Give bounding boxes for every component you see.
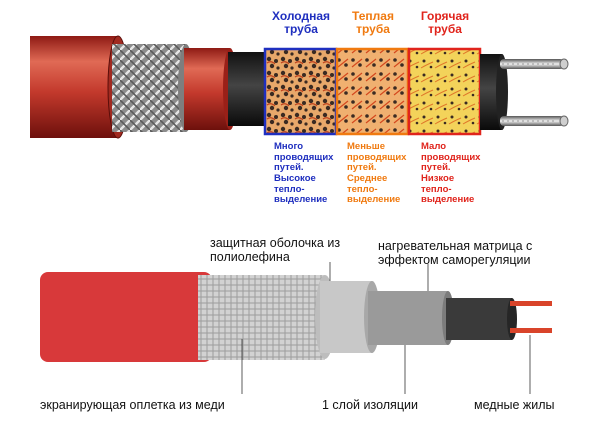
copper-wire-lower bbox=[510, 328, 552, 333]
jacket-caption-line1: защитная оболочка из bbox=[210, 236, 341, 250]
warm-zone-title-line1: Теплая bbox=[352, 9, 394, 23]
hot-desc-line: тепло- bbox=[421, 183, 452, 195]
hot-zone-title-line2: труба bbox=[428, 22, 462, 37]
warm-zone-description: Меньше проводящих путей. Среднее тепло- … bbox=[347, 141, 407, 206]
warm-desc-line: Меньше bbox=[347, 141, 385, 152]
warm-zone-title: Теплая труба bbox=[334, 9, 412, 37]
warm-desc-line: тепло- bbox=[347, 183, 378, 195]
matrix-caption: нагревательная матрица с эффектом саморе… bbox=[378, 239, 532, 267]
matrix-bottom bbox=[446, 298, 512, 340]
hot-desc-line: путей. bbox=[421, 162, 451, 174]
cold-zone-description: Много проводящих путей. Высокое тепло- в… bbox=[274, 141, 334, 206]
hot-zone-description: Мало проводящих путей. Низкое тепло- выд… bbox=[421, 141, 481, 206]
bottom-cable bbox=[40, 262, 552, 394]
insulation-bottom bbox=[368, 291, 448, 345]
braid-top bbox=[112, 44, 186, 132]
cold-desc-line: Много bbox=[274, 141, 304, 152]
inner-jacket-top bbox=[184, 48, 230, 130]
top-cable bbox=[30, 35, 569, 139]
hot-zone-title: Горячая труба bbox=[406, 9, 484, 37]
jacket-caption: защитная оболочка из полиолефина bbox=[210, 236, 340, 264]
warm-desc-line: Среднее bbox=[347, 172, 388, 184]
copper-wires-caption: медные жилы bbox=[474, 398, 555, 412]
jacket-bottom bbox=[320, 281, 372, 353]
warm-desc-line: путей. bbox=[347, 162, 377, 174]
cold-zone-title: Холодная труба bbox=[262, 9, 340, 37]
hot-desc-line: выделение bbox=[421, 194, 475, 206]
braid-bottom bbox=[198, 275, 325, 360]
cold-desc-line: путей. bbox=[274, 162, 304, 174]
insulation-caption: 1 слой изоляции bbox=[322, 398, 418, 412]
cold-desc-line: проводящих bbox=[274, 151, 334, 163]
warm-desc-line: выделение bbox=[347, 194, 401, 206]
hot-zone-title-line1: Горячая bbox=[420, 9, 470, 23]
cold-zone-matrix bbox=[266, 50, 336, 134]
hot-desc-line: Мало bbox=[421, 141, 447, 152]
cold-desc-line: Высокое bbox=[274, 172, 316, 184]
warm-zone-title-line2: труба bbox=[356, 22, 390, 37]
hot-zone-matrix bbox=[410, 50, 480, 134]
matrix-caption-line2: эффектом саморегуляции bbox=[378, 253, 531, 267]
outer-jacket-top bbox=[30, 36, 118, 138]
outer-jacket-bottom bbox=[40, 272, 212, 362]
copper-wire-upper bbox=[510, 301, 552, 306]
cold-zone-title-line1: Холодная bbox=[271, 9, 331, 23]
matrix-caption-line1: нагревательная матрица с bbox=[378, 239, 533, 253]
jacket-caption-line2: полиолефина bbox=[210, 250, 290, 264]
warm-zone-matrix bbox=[338, 50, 408, 134]
warm-desc-line: проводящих bbox=[347, 151, 407, 163]
hot-desc-line: проводящих bbox=[421, 151, 481, 163]
cold-zone-title-line2: труба bbox=[284, 22, 318, 37]
cold-desc-line: выделение bbox=[274, 194, 328, 206]
cold-desc-line: тепло- bbox=[274, 183, 305, 195]
hot-desc-line: Низкое bbox=[421, 172, 455, 184]
braid-caption: экранирующая оплетка из меди bbox=[40, 398, 225, 412]
